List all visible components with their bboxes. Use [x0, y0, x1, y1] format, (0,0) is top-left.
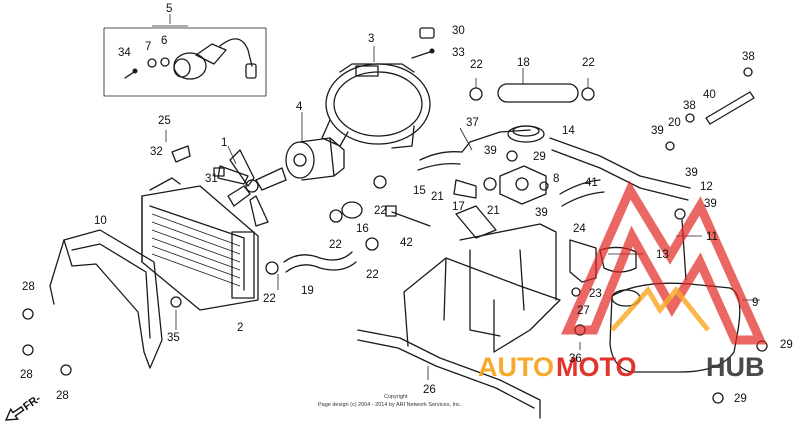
callout-28a: 28	[22, 281, 35, 293]
frame-stay	[357, 205, 561, 419]
watermark-text-part1: AUTO	[478, 352, 554, 382]
inset-box-part-5	[103, 27, 267, 97]
callout-6: 6	[161, 35, 167, 47]
callout-2: 2	[237, 322, 243, 334]
watermark-text-part2: MOTO	[556, 352, 637, 382]
callout-30: 30	[452, 25, 465, 37]
callout-22c: 22	[374, 205, 387, 217]
callout-15: 15	[413, 185, 426, 197]
callout-28b: 28	[20, 369, 33, 381]
fan-motor	[285, 137, 345, 181]
fan-motor-inset	[124, 38, 257, 80]
callout-27: 27	[577, 305, 590, 317]
callout-21b: 21	[487, 205, 500, 217]
callout-23: 23	[589, 288, 602, 300]
callout-37: 37	[466, 117, 479, 129]
callout-39a: 39	[651, 125, 664, 137]
copyright-line-1: Copyright	[384, 394, 408, 400]
callout-22e: 22	[366, 269, 379, 281]
callout-33: 33	[452, 47, 465, 59]
radiator	[141, 177, 259, 311]
callout-13: 13	[656, 249, 669, 261]
callout-11: 11	[706, 231, 718, 243]
watermark-text-part3: HUB	[706, 352, 765, 382]
callout-25: 25	[158, 115, 171, 127]
callout-labels: 5 34 7 6 3 30 33 22 18 22 38 40 38 20 39…	[20, 3, 793, 405]
callout-36: 36	[569, 353, 582, 365]
callout-10: 10	[94, 215, 107, 227]
thermostat-housing	[499, 165, 547, 205]
callout-14: 14	[562, 125, 575, 137]
callout-39e: 39	[535, 207, 548, 219]
fan-blade	[217, 149, 287, 227]
callout-32: 32	[150, 146, 163, 158]
radiator-shroud	[49, 229, 163, 369]
callout-39b: 39	[484, 145, 497, 157]
callout-3: 3	[368, 33, 374, 45]
copyright-line-2: Page design (c) 2004 - 2014 by ARI Netwo…	[318, 402, 462, 408]
callout-38a: 38	[742, 51, 755, 63]
callout-29a: 29	[533, 151, 546, 163]
callout-24: 24	[573, 223, 586, 235]
copyright-notice: Copyright Page design (c) 2004 - 2014 by…	[318, 394, 462, 408]
watermark-logo: AUTO MOTO HUB	[478, 180, 767, 382]
callout-22a: 22	[470, 59, 483, 71]
callout-19: 19	[301, 285, 314, 297]
callout-34: 34	[118, 47, 131, 59]
callout-22d: 22	[329, 239, 342, 251]
fasteners	[22, 27, 768, 404]
callout-41: 41	[585, 177, 598, 189]
callout-26: 26	[423, 384, 436, 396]
callout-4: 4	[296, 101, 303, 113]
callout-18: 18	[517, 57, 530, 69]
callout-1: 1	[221, 137, 227, 149]
callout-8: 8	[553, 173, 559, 185]
direction-label: FR-	[21, 393, 43, 414]
hoses-upper	[417, 83, 755, 207]
callout-20: 20	[668, 117, 681, 129]
callout-40: 40	[703, 89, 716, 101]
front-direction-marker: FR-	[4, 393, 43, 421]
callout-9: 9	[752, 297, 758, 309]
callout-16: 16	[356, 223, 369, 235]
callout-17: 17	[452, 201, 465, 213]
callout-7: 7	[145, 41, 151, 53]
callout-38b: 38	[683, 100, 696, 112]
callout-42: 42	[400, 237, 413, 249]
callout-29c: 29	[734, 393, 747, 405]
callout-39d: 39	[704, 198, 717, 210]
callout-28c: 28	[56, 390, 69, 402]
pipe-19	[283, 251, 357, 273]
callout-5: 5	[166, 3, 172, 15]
callout-22f: 22	[263, 293, 276, 305]
fan-shroud-ring	[321, 63, 431, 149]
callout-35: 35	[167, 332, 180, 344]
reservoir-cap	[507, 125, 545, 143]
callout-21a: 21	[431, 191, 444, 203]
callout-22b: 22	[582, 57, 595, 69]
callout-12: 12	[700, 181, 713, 193]
callout-29b: 29	[780, 339, 793, 351]
callout-31: 31	[205, 173, 218, 185]
callout-39c: 39	[685, 167, 698, 179]
